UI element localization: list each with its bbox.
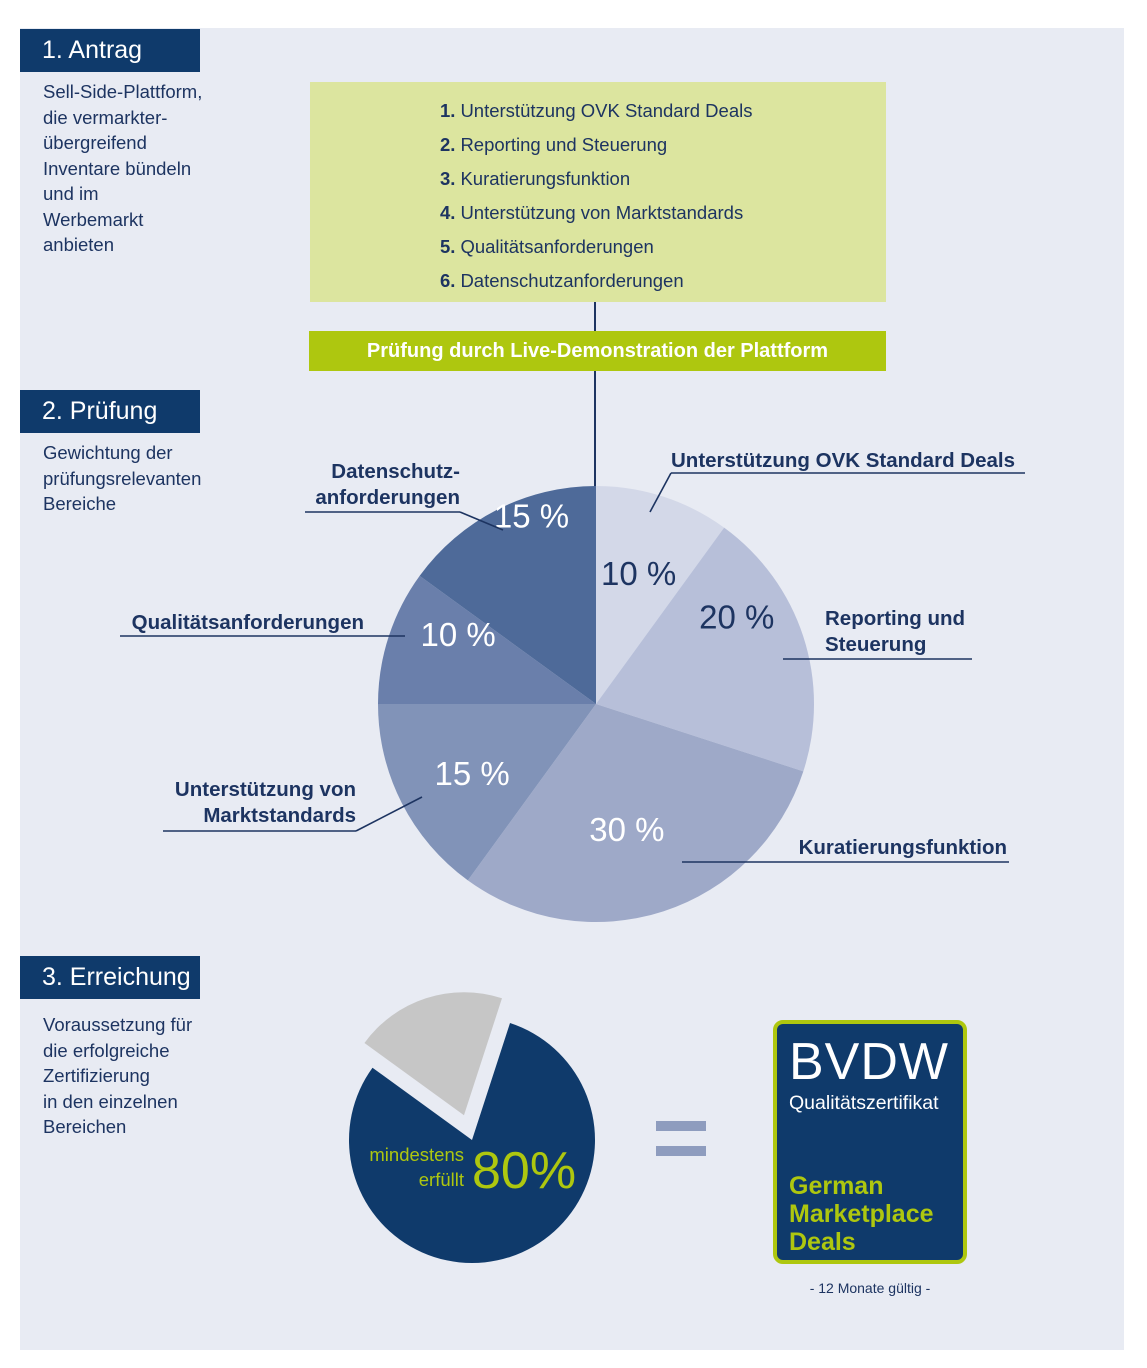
step-1-line: und im (43, 183, 99, 204)
equals-bar-top (656, 1121, 706, 1131)
step-1-line: Werbemarkt (43, 208, 144, 230)
step-2-header: 2. Prüfung (20, 390, 200, 433)
criteria-item: 6.Datenschutzanforderungen (440, 270, 684, 291)
fulfilled-slice (349, 1023, 595, 1263)
step-2-line: Bereiche (43, 493, 117, 514)
slice-category-label: Datenschutz- (331, 460, 460, 483)
validity-note: - 12 Monate gültig - (809, 1280, 931, 1296)
step-1-description: Sell-Side-Plattform, die vermarkter- übe… (43, 79, 243, 258)
slice-category-label: Steuerung (825, 633, 926, 656)
step-2-description: Gewichtung der prüfungsrelevanten Bereic… (43, 440, 243, 517)
certificate-badge: BVDW Qualitätszertifikat German Marketpl… (773, 1020, 967, 1264)
step-3-header: 3. Erreichung (20, 956, 200, 999)
badge-subtitle: Qualitätszertifikat (789, 1092, 939, 1114)
criteria-item: 5.Qualitätsanforderungen (440, 236, 654, 257)
pie-slice (378, 704, 596, 881)
step-1-line: die vermarkter- (43, 106, 168, 128)
slice-category-label: Kuratierungsfunktion (799, 836, 1007, 859)
criteria-item: 3.Kuratierungsfunktion (440, 168, 631, 189)
threshold-value: 80% (472, 1142, 576, 1200)
step-1-header: 1. Antrag (20, 29, 200, 72)
step-3-line: Voraussetzung für (43, 1014, 193, 1035)
threshold-caption: erfüllt (419, 1169, 464, 1190)
step-2-line: prüfungsrelevanten (43, 467, 202, 489)
bvdw-logo: BVDW (789, 1033, 949, 1091)
slice-value-label: 10 % (601, 555, 676, 592)
step-2-line: Gewichtung der (43, 442, 173, 463)
pie-slice (596, 486, 725, 704)
slice-value-label: 15 % (435, 755, 510, 792)
pie-slice (378, 575, 596, 704)
slice-category-label: Unterstützung von (175, 778, 356, 801)
step-3-line: Zertifizierung (43, 1065, 150, 1086)
badge-title-line: German (789, 1172, 884, 1200)
step-3-description: Voraussetzung für die erfolgreiche Zerti… (43, 1012, 243, 1140)
criteria-item: 2.Reporting und Steuerung (440, 134, 668, 155)
badge-title-line: Marketplace (789, 1200, 934, 1228)
slice-category-label: Marktstandards (203, 804, 356, 827)
slice-category-label: Reporting und (825, 607, 965, 630)
step-1-line: Sell-Side-Plattform, (43, 81, 203, 102)
slice-value-label: 20 % (699, 598, 774, 635)
slice-value-label: 10 % (420, 616, 495, 653)
step-3-line: die erfolgreiche (43, 1039, 170, 1061)
step-1-line: Inventare bündeln (43, 157, 192, 179)
criteria-list: 1.Unterstützung OVK Standard Deals 2.Rep… (440, 94, 752, 298)
criteria-box: 1.Unterstützung OVK Standard Deals 2.Rep… (310, 82, 886, 302)
slice-value-label: 15 % (494, 497, 569, 534)
step-3-line: in den einzelnen (43, 1090, 178, 1112)
slice-category-label: Unterstützung OVK Standard Deals (671, 449, 1015, 472)
connector-line-top (594, 302, 596, 331)
live-demo-bar: Prüfung durch Live-Demonstration der Pla… (309, 331, 886, 371)
step-1-line: übergreifend (43, 132, 147, 153)
step-1-line: anbieten (43, 234, 114, 255)
criteria-item: 1.Unterstützung OVK Standard Deals (440, 100, 753, 121)
slice-category-label: Qualitätsanforderungen (132, 611, 364, 634)
exploded-slice (364, 992, 502, 1116)
pie-slice (596, 527, 814, 772)
slice-category-label: anforderungen (315, 486, 460, 509)
pie-slice (467, 704, 804, 923)
badge-title-line: Deals (789, 1228, 856, 1256)
criteria-item: 4.Unterstützung von Marktstandards (440, 202, 744, 223)
pie-slice (419, 486, 596, 704)
badge-title: German Marketplace Deals (789, 1172, 959, 1256)
slice-value-label: 30 % (589, 811, 664, 848)
equals-bar-bottom (656, 1146, 706, 1156)
connector-line-bottom (594, 371, 596, 491)
callout-leader-line (649, 472, 672, 513)
step-3-line: Bereichen (43, 1116, 127, 1137)
callout-leader-line (355, 796, 423, 832)
threshold-caption: mindestens (369, 1144, 464, 1165)
callout-leader-line (459, 511, 504, 531)
